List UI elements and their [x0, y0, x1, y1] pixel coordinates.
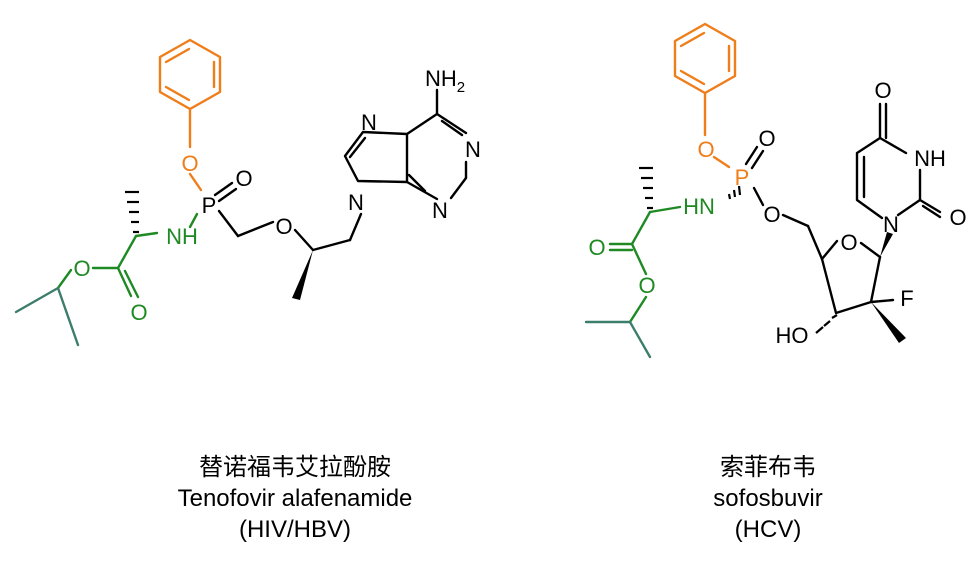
adenine-ring-left [343, 88, 468, 201]
caption-tenofovir-alafenamide: 替诺福韦艾拉酚胺 Tenofovir alafenamide (HIV/HBV) [130, 452, 460, 545]
caption-left-indication: (HIV/HBV) [238, 516, 351, 543]
caption-right-english-name: sofosbuvir [713, 485, 823, 512]
ribose-ring-right [815, 232, 906, 343]
atom-hn-right: HN [683, 194, 715, 219]
atom-o4-right: O [874, 78, 891, 103]
alanine-ester-left [14, 190, 199, 347]
phosphoramidate-right [727, 145, 824, 261]
caption-left-english-name: Tenofovir alafenamide [177, 485, 413, 512]
atom-o-phenoxy-left: O [181, 151, 198, 176]
uracil-ring-right [855, 102, 942, 220]
atom-n1-left: N [465, 137, 481, 162]
atom-o-phenoxy-right: O [697, 137, 714, 162]
atom-nh-n3-right: NH [914, 146, 946, 171]
atom-o-oxo-right: O [758, 126, 775, 151]
atom-o-carbonyl-right: O [588, 235, 605, 260]
tenofovir-alafenamide-structure: O P O NH O O O N N N N NH2 [14, 38, 481, 347]
atom-ho-right: HO [776, 323, 809, 348]
atom-o-ester-right: O [638, 273, 655, 298]
atom-o-ring-right: O [840, 230, 857, 255]
phenyl-ring-left [158, 38, 222, 192]
atom-n9-left: N [348, 190, 364, 215]
sofosbuvir-structure: O P O HN O O O O N NH O O F HO [584, 22, 967, 359]
atom-n1-right: N [883, 212, 899, 237]
atom-n3-left: N [432, 198, 448, 223]
caption-right-chinese-name: 索菲布韦 [720, 454, 816, 481]
atom-f-right: F [900, 286, 913, 311]
caption-left-chinese-name: 替诺福韦艾拉酚胺 [199, 454, 391, 481]
atom-nh-left: NH [166, 224, 198, 249]
atom-p-right: P [735, 165, 750, 190]
atom-o-5prime-right: O [763, 202, 780, 227]
alanine-ester-right [584, 166, 682, 359]
caption-sofosbuvir: 索菲布韦 sofosbuvir (HCV) [668, 452, 868, 545]
atom-o-ester-left: O [73, 256, 90, 281]
atom-p-left: P [202, 193, 217, 218]
atom-o-carbonyl-left: O [130, 300, 147, 325]
atom-nh2-left: NH2 [425, 66, 465, 96]
caption-right-indication: (HCV) [734, 516, 802, 543]
phosphonate-left [213, 181, 363, 300]
chemical-structures-canvas: .b { stroke: #000; stroke-width: 2.4; fi… [14, 22, 967, 359]
atom-o-ether-left: O [275, 214, 292, 239]
atom-n7-left: N [361, 110, 377, 135]
atom-o2-right: O [949, 205, 966, 230]
phenyl-ring-right [673, 22, 737, 169]
atom-o-oxo-left: O [235, 166, 252, 191]
